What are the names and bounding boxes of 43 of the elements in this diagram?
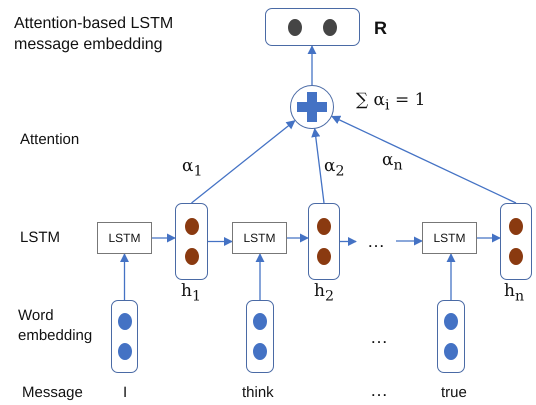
- arrow: [340, 236, 357, 246]
- math-label: h$_{1}$: [181, 281, 201, 304]
- math-label: ∑ α$_{i}$ = 1: [356, 90, 426, 114]
- arrow: [191, 120, 296, 204]
- row-label: LSTM: [20, 228, 62, 248]
- arrow: [477, 233, 501, 243]
- math-label: h$_{2}$: [314, 281, 334, 304]
- edge-label: α$_{n}$: [382, 150, 403, 174]
- lstm-box: LSTM: [97, 222, 152, 254]
- ellipsis: …: [356, 230, 396, 252]
- sum-circle: [290, 85, 334, 129]
- vector-box: [265, 8, 360, 46]
- row-label: I: [123, 383, 128, 402]
- vector-box: [111, 300, 138, 373]
- arrow: [255, 253, 265, 300]
- output-label: R: [374, 18, 387, 39]
- row-label: Attention: [20, 130, 80, 150]
- vector-box: [246, 300, 274, 373]
- vector-box: [437, 300, 465, 373]
- arrow: [307, 45, 317, 85]
- row-label: …: [370, 326, 389, 349]
- arrow: [152, 233, 176, 243]
- row-label: …: [370, 379, 389, 402]
- lstm-box: LSTM: [232, 222, 287, 254]
- arrow: [331, 116, 516, 204]
- row-label: think: [242, 383, 275, 402]
- row-label: Attention-based LSTM message embedding: [14, 14, 174, 55]
- arrow: [287, 233, 309, 243]
- vector-box: [175, 203, 208, 280]
- arrow: [208, 236, 233, 246]
- row-label: Word embedding: [18, 306, 94, 345]
- row-label: true: [441, 383, 468, 402]
- math-label: h$_{n}$: [504, 281, 524, 304]
- arrow: [311, 128, 325, 204]
- lstm-box: LSTM: [422, 222, 477, 254]
- vector-box: [308, 203, 340, 280]
- arrow: [446, 253, 456, 300]
- arrow: [120, 253, 130, 300]
- arrow: [396, 236, 423, 246]
- edge-label: α$_{1}$: [182, 156, 202, 180]
- row-label: Message: [22, 383, 84, 402]
- edge-label: α$_{2}$: [324, 156, 344, 180]
- vector-box: [500, 203, 532, 280]
